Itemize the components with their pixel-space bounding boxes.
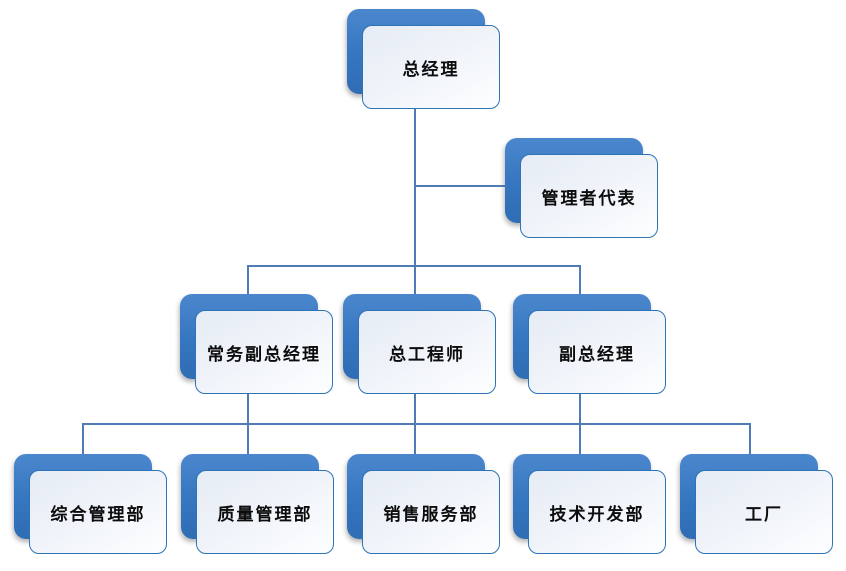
org-node-general-manager: 总经理 [347, 9, 500, 109]
node-label: 总工程师 [389, 344, 465, 364]
connector-trunk-vertical [414, 108, 416, 266]
org-node-chief-engineer: 总工程师 [343, 294, 496, 394]
node-label: 管理者代表 [541, 188, 637, 208]
connector-level3-horizontal [82, 423, 751, 425]
org-node-management-representative: 管理者代表 [505, 138, 658, 238]
node-label: 技术开发部 [549, 504, 645, 524]
node-label: 副总经理 [559, 344, 635, 364]
node-card: 常务副总经理 [195, 310, 333, 394]
org-node-factory: 工厂 [680, 454, 833, 554]
org-node-technology-development-dept: 技术开发部 [513, 454, 666, 554]
connector-evgm-to-depts [247, 393, 249, 456]
node-label: 综合管理部 [50, 504, 146, 524]
node-label: 常务副总经理 [207, 344, 321, 364]
node-card: 销售服务部 [362, 470, 500, 554]
node-label: 总经理 [402, 59, 460, 79]
connector-deputy-gm-to-depts [579, 393, 581, 456]
connector-management-rep-branch [414, 185, 513, 187]
org-node-general-affairs-dept: 综合管理部 [14, 454, 167, 554]
org-node-sales-service-dept: 销售服务部 [347, 454, 500, 554]
org-node-deputy-gm: 副总经理 [513, 294, 666, 394]
node-label: 质量管理部 [217, 504, 313, 524]
node-card: 技术开发部 [528, 470, 666, 554]
node-card: 副总经理 [528, 310, 666, 394]
node-card: 质量管理部 [196, 470, 334, 554]
node-label: 销售服务部 [383, 504, 479, 524]
connector-drop-chief-engineer [414, 265, 416, 297]
org-node-executive-deputy-gm: 常务副总经理 [180, 294, 333, 394]
node-card: 工厂 [695, 470, 833, 554]
connector-chief-engineer-to-depts [414, 393, 416, 456]
node-card: 管理者代表 [520, 154, 658, 238]
node-label: 工厂 [745, 504, 783, 524]
node-card: 总工程师 [358, 310, 496, 394]
org-node-quality-management-dept: 质量管理部 [181, 454, 334, 554]
node-card: 总经理 [362, 25, 500, 109]
node-card: 综合管理部 [29, 470, 167, 554]
connector-drop-evgm [247, 265, 249, 297]
connector-drop-general-affairs [82, 423, 84, 456]
connector-drop-deputy-gm [579, 265, 581, 297]
connector-drop-factory [749, 423, 751, 456]
